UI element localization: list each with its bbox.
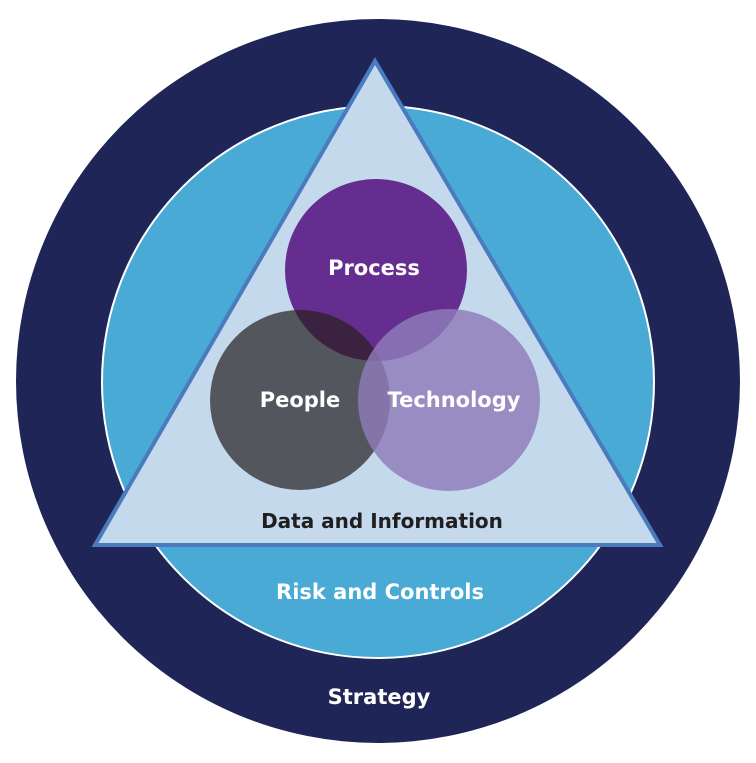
process-people-overlap <box>285 310 390 361</box>
data-information-label: Data and Information <box>261 509 503 533</box>
technology-label: Technology <box>388 388 521 412</box>
process-label: Process <box>328 256 420 280</box>
strategy-label: Strategy <box>328 685 431 709</box>
risk-controls-label: Risk and Controls <box>276 580 484 604</box>
technology-circle <box>358 309 540 491</box>
people-label: People <box>260 388 341 412</box>
